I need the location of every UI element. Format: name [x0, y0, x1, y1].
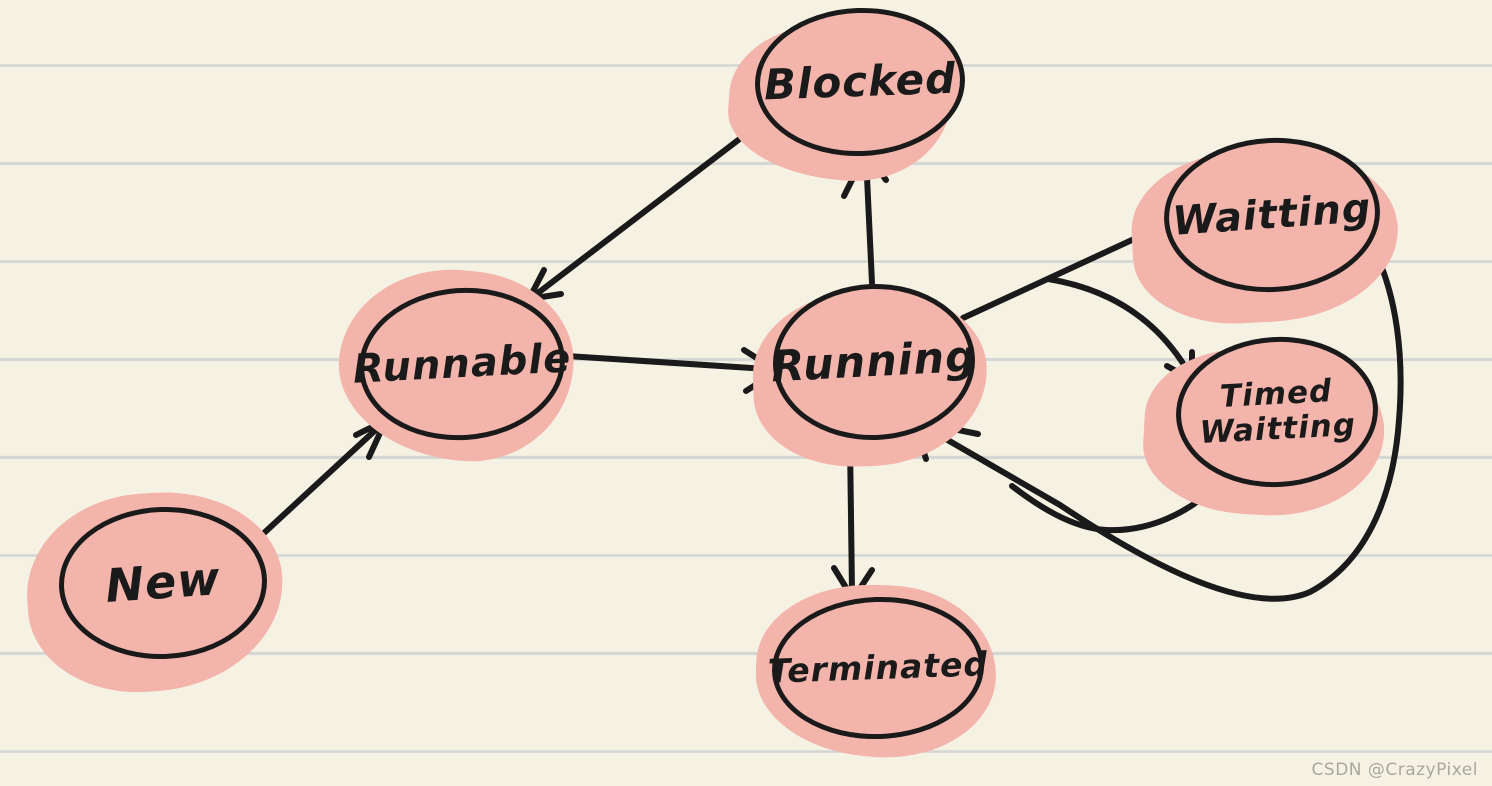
node-blocked-label: Blocked [763, 54, 957, 110]
node-running-label: Running [769, 331, 979, 393]
node-new-label: New [103, 551, 223, 614]
node-running: Running [750, 280, 990, 471]
edge-blocked-to-runnable [526, 112, 774, 302]
watermark-text: CSDN @CrazyPixel [1311, 760, 1478, 780]
node-blocked: Blocked [723, 4, 968, 188]
node-runnable-label: Runnable [351, 334, 573, 393]
node-new: New [20, 484, 290, 700]
node-timed-waitting-label: Timed Waitting [1198, 373, 1357, 452]
edge-runnable-to-running [564, 347, 780, 394]
node-waitting: Waitting [1127, 132, 1403, 329]
node-terminated-label: Terminated [767, 643, 989, 691]
edge-timed-waitting-to-running [1009, 479, 1224, 534]
node-timed-waitting: Timed Waitting [1139, 331, 1389, 522]
node-waitting-label: Waitting [1171, 184, 1373, 245]
node-runnable: Runnable [331, 260, 581, 470]
node-terminated: Terminated [753, 580, 999, 762]
